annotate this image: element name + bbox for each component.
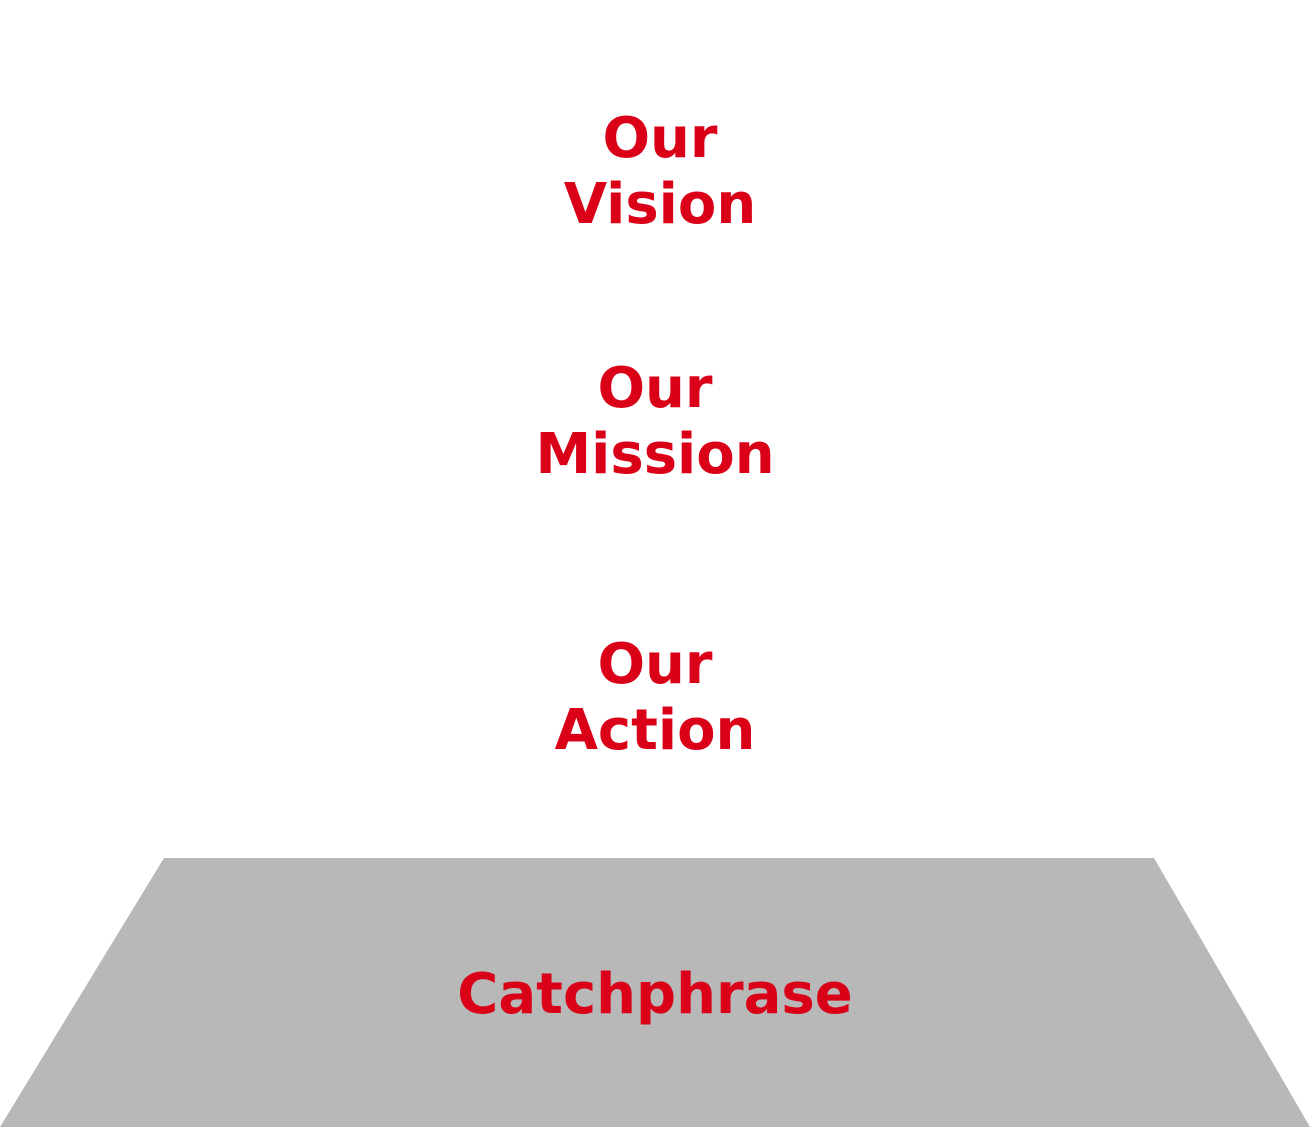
vision-line-1: Our	[602, 106, 718, 171]
vision-line-2: Vision	[563, 172, 757, 237]
mission-line-2: Mission	[535, 422, 775, 487]
mission-label: Our Mission	[530, 356, 780, 488]
action-label: Our Action	[545, 632, 765, 764]
action-line-2: Action	[554, 698, 756, 763]
base-trapezoid-fill	[0, 858, 1310, 1127]
mission-line-1: Our	[597, 356, 713, 421]
action-line-1: Our	[597, 632, 713, 697]
catchphrase-label: Catchphrase	[457, 962, 853, 1027]
vision-label: Our Vision	[560, 106, 760, 238]
base-trapezoid	[0, 858, 1310, 1127]
